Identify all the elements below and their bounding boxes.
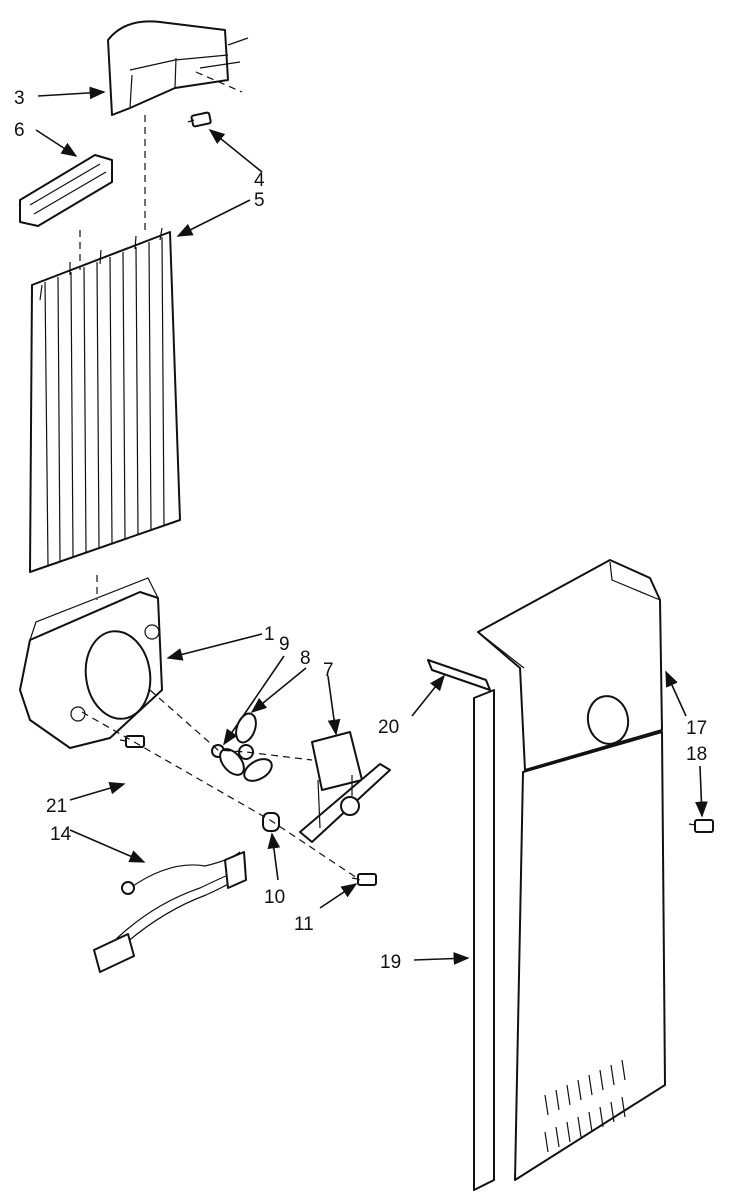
part-10-grommet [262,812,280,832]
vent-slots [544,1059,626,1153]
part-1-fan-shroud [19,577,163,749]
part-6-trough [19,154,113,227]
callout-19: 19 [380,952,401,973]
part-8-fan-blade [219,712,273,782]
callout-10: 10 [264,887,285,908]
part-4-screw [187,111,212,128]
callout-labels: 3 6 4 5 1 9 8 7 20 17 18 21 14 10 11 19 [14,88,707,973]
part-18-screw [688,819,714,833]
callout-5: 5 [254,190,265,211]
part-5-evaporator-coil [29,227,181,573]
leader-arrows [35,86,708,965]
callout-18: 18 [686,744,707,765]
callout-21: 21 [46,796,67,817]
callout-14: 14 [50,824,72,845]
part-11-screw [351,873,377,886]
part-21-screw [119,735,145,748]
callout-17: 17 [686,718,707,739]
part-14-wire-harness [93,851,247,973]
part-19-insulation-strip [473,689,495,1191]
part-3-duct-cover [107,20,249,116]
callout-6: 6 [14,120,25,141]
callout-4: 4 [254,170,265,191]
callout-20: 20 [378,717,399,738]
callout-8: 8 [300,648,311,669]
alignment-lines [79,71,361,881]
callout-1: 1 [264,624,275,645]
callout-11: 11 [294,914,314,935]
part-7-fan-motor [299,731,391,843]
part-20-foam-strip [427,659,491,691]
callout-3: 3 [14,88,25,109]
callout-7: 7 [323,660,334,681]
part-17-rear-panel [477,559,666,1181]
callout-9: 9 [279,634,290,655]
